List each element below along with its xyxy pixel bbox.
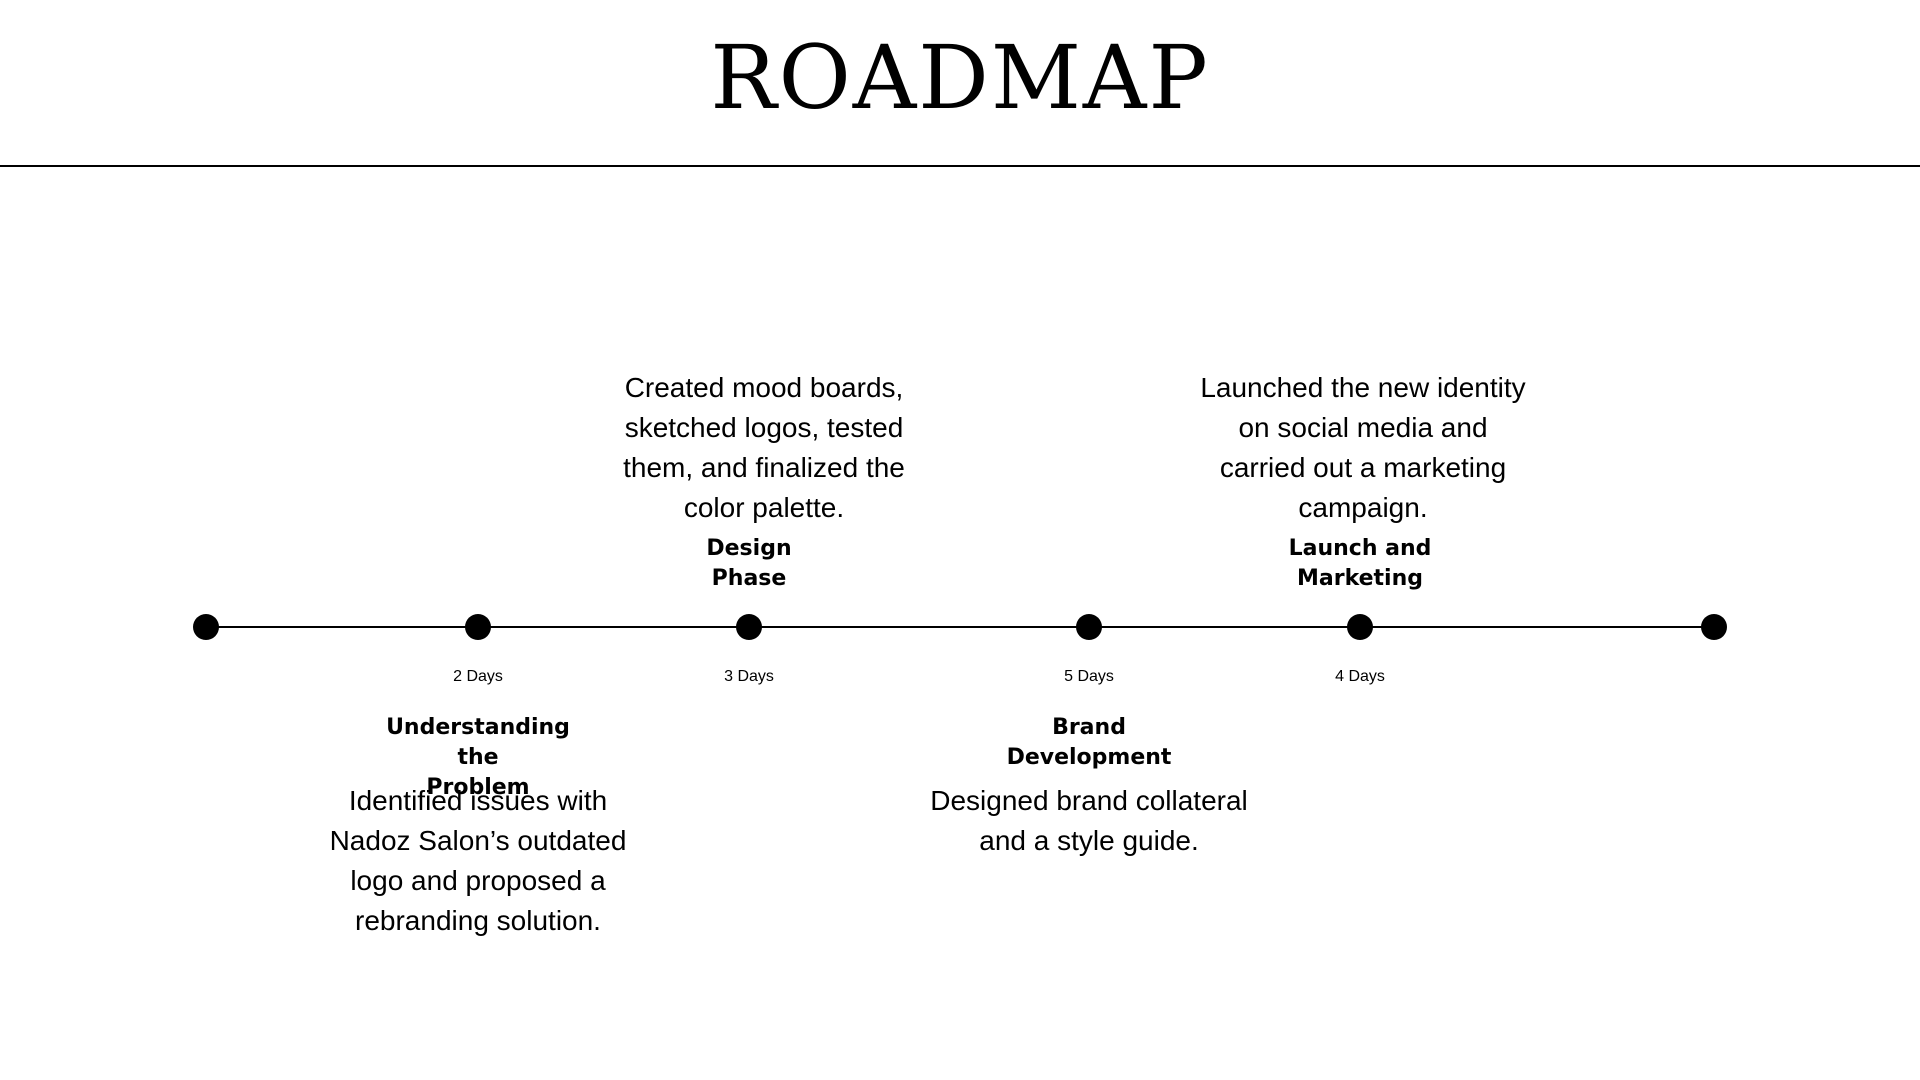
phase-title-brand: Brand Development — [979, 713, 1199, 773]
phase-description-understanding: Identified issues with Nadoz Salon’s out… — [298, 781, 658, 941]
phase-title-line: Brand — [1052, 715, 1126, 740]
phase-title-line: Understanding the — [386, 715, 570, 770]
phase-title-understanding: Understanding the Problem — [368, 713, 588, 803]
phase-title-design: Design Phase — [639, 534, 859, 594]
phase-title-launch: Launch and Marketing — [1250, 534, 1470, 594]
timeline-start-dot — [193, 614, 219, 640]
phase-title-line: Development — [1006, 745, 1172, 770]
description-line: campaign. — [1298, 492, 1428, 523]
phase-title-line: Problem — [426, 775, 530, 800]
timeline-line — [206, 626, 1714, 628]
description-line: color palette. — [683, 492, 845, 523]
timeline-dot-brand — [1076, 614, 1102, 640]
phase-description-launch: Launched the new identity on social medi… — [1183, 368, 1543, 528]
phase-duration-brand: 5 Days — [1064, 668, 1114, 685]
description-line: on social media and — [1238, 412, 1488, 443]
phase-title-line: Marketing — [1296, 566, 1424, 591]
description-line: sketched logos, tested — [624, 412, 904, 443]
description-line: rebranding solution. — [355, 905, 601, 936]
description-line: Identified issues with — [348, 785, 608, 816]
page-title: ROADMAP — [710, 26, 1210, 129]
description-line: them, and finalized the — [623, 452, 905, 483]
description-line: logo and proposed a — [350, 865, 606, 896]
timeline-end-dot — [1701, 614, 1727, 640]
phase-duration-design: 3 Days — [724, 668, 774, 685]
description-line: Launched the new identity — [1200, 372, 1526, 403]
timeline-dot-design — [736, 614, 762, 640]
phase-title-line: Design — [706, 536, 792, 561]
description-line: Created mood boards, — [624, 372, 904, 403]
phase-description-brand: Designed brand collateral and a style gu… — [909, 781, 1269, 861]
timeline-dot-launch — [1347, 614, 1373, 640]
phase-duration-understanding: 2 Days — [453, 668, 503, 685]
description-line: carried out a marketing — [1219, 452, 1507, 483]
description-line: Nadoz Salon’s outdated — [329, 825, 627, 856]
description-line: and a style guide. — [979, 825, 1199, 856]
phase-description-design: Created mood boards, sketched logos, tes… — [584, 368, 944, 528]
description-line: Designed brand collateral — [930, 785, 1248, 816]
phase-duration-launch: 4 Days — [1335, 668, 1385, 685]
phase-title-line: Phase — [711, 566, 787, 591]
header-divider — [0, 165, 1920, 167]
phase-title-line: Launch and — [1288, 536, 1432, 561]
timeline-dot-understanding — [465, 614, 491, 640]
